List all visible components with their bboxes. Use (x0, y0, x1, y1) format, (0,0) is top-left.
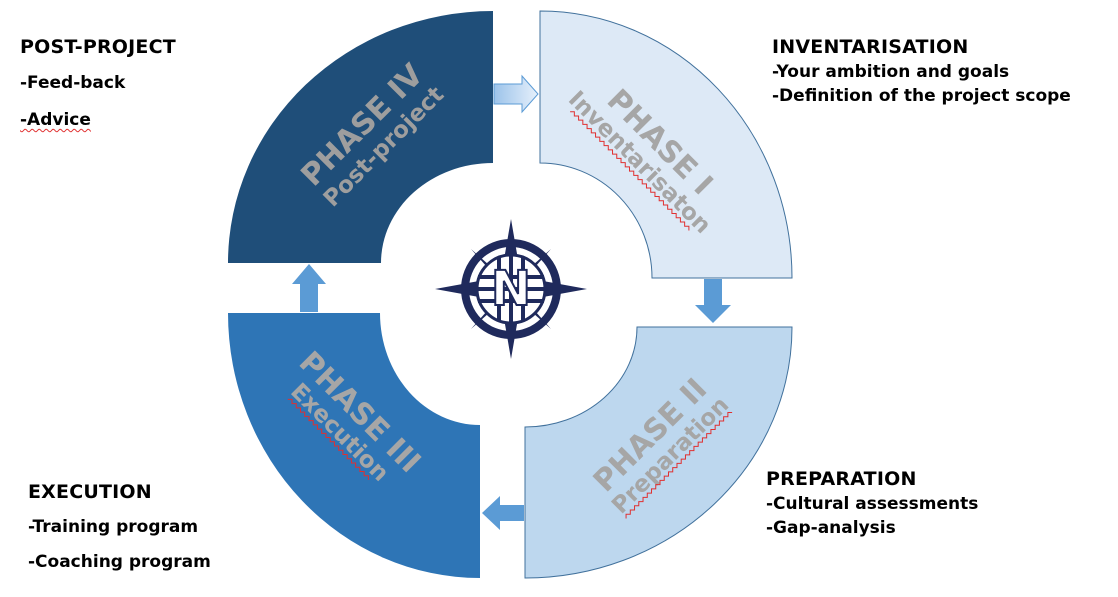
arrow-iv-to-i (493, 74, 539, 114)
arrow-i-to-ii (695, 279, 731, 323)
execution-title: EXECUTION (28, 481, 152, 503)
phase-ii-segment (524, 326, 793, 579)
arrow-iii-to-iv (292, 264, 326, 312)
preparation-title: PREPARATION (766, 468, 917, 490)
post-project-item: -Advice (20, 110, 91, 130)
post-project-block: POST-PROJECT -Feed-back -Advice (20, 36, 176, 147)
post-project-title: POST-PROJECT (20, 36, 176, 58)
phase-i-segment (539, 10, 793, 279)
logo-letter: N (491, 261, 531, 317)
execution-item: -Training program (28, 517, 199, 537)
preparation-block: PREPARATION -Cultural assessments -Gap-a… (766, 468, 978, 538)
arrow-ii-to-iii (482, 496, 524, 530)
spellcheck-underline (625, 411, 733, 519)
preparation-item: -Cultural assessments (766, 494, 979, 514)
spellcheck-underline (287, 398, 369, 480)
compass-globe-logo-icon: N (429, 217, 593, 361)
preparation-item: -Gap-analysis (766, 518, 896, 538)
inventarisation-block: INVENTARISATION -Your ambition and goals… (772, 36, 1071, 106)
inventarisation-title: INVENTARISATION (772, 36, 969, 58)
execution-block: EXECUTION -Training program -Coaching pr… (28, 481, 211, 587)
phase-iii-segment (228, 313, 480, 578)
post-project-item: -Feed-back (20, 73, 126, 93)
inventarisation-item: -Your ambition and goals (772, 62, 1010, 82)
inventarisation-item: -Definition of the project scope (772, 86, 1071, 106)
execution-item: -Coaching program (28, 552, 211, 572)
spellcheck-underline (570, 111, 690, 231)
phase-iv-segment (228, 11, 493, 263)
